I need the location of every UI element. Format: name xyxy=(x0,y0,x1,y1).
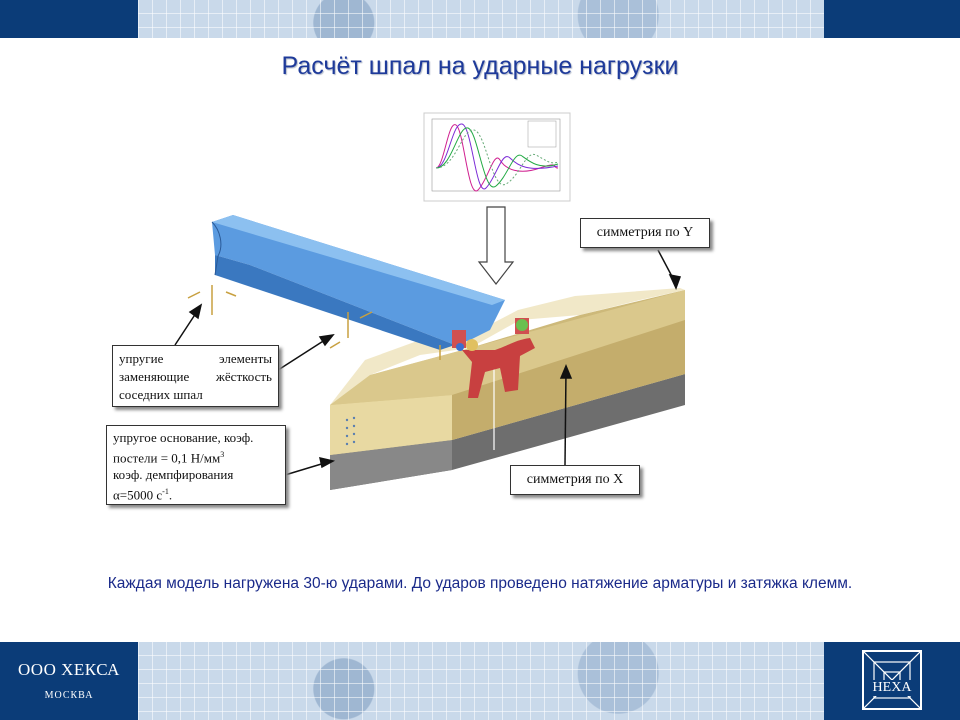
company-city: МОСКВА xyxy=(44,690,94,701)
rail-fastening xyxy=(452,318,535,398)
symmetry-x-callout: симметрия по X xyxy=(510,465,640,495)
slide-title: Расчёт шпал на ударные нагрузки xyxy=(281,52,679,80)
rail xyxy=(211,215,505,350)
slide-caption: Каждая модель нагружена 30-ю ударами. До… xyxy=(107,575,853,592)
elastic-base-line-3: коэф. демпфирования xyxy=(113,467,234,483)
impact-load-plot xyxy=(423,112,571,202)
symmetry-y-label: симметрия по Y xyxy=(596,225,694,240)
elastic-foundation xyxy=(330,374,685,490)
elastic-base-callout: упругое основание, коэф. постели = 0,1 Н… xyxy=(106,425,286,505)
elastic-base-line-1: упругое основание, коэф. xyxy=(113,430,254,445)
elastic-base-line-2: постели = 0,1 Н/мм3 xyxy=(113,450,225,466)
company-block: ООО ХЕКСА МОСКВА xyxy=(0,660,138,701)
bottom-banner xyxy=(0,642,960,720)
load-arrow xyxy=(477,206,515,285)
hexa-logo: HEXA xyxy=(862,650,922,710)
callout-arrows xyxy=(174,249,682,476)
elastic-elements-callout: упругие элементы заменяющие жёсткость со… xyxy=(112,345,279,407)
hexa-logo-text: HEXA xyxy=(864,680,920,696)
symmetry-y-callout: симметрия по Y xyxy=(580,218,710,248)
elastic-elements-label: упругие элементы заменяющие жёсткость со… xyxy=(119,351,272,402)
top-banner xyxy=(0,0,960,38)
symmetry-x-label: симметрия по X xyxy=(526,472,624,487)
mesh-pattern xyxy=(138,0,824,38)
elastic-spring-elements xyxy=(187,285,441,360)
mesh-pattern xyxy=(138,642,824,720)
elastic-base-line-4: α=5000 с-1. xyxy=(113,487,173,503)
company-name: ООО ХЕКСА xyxy=(18,660,120,679)
